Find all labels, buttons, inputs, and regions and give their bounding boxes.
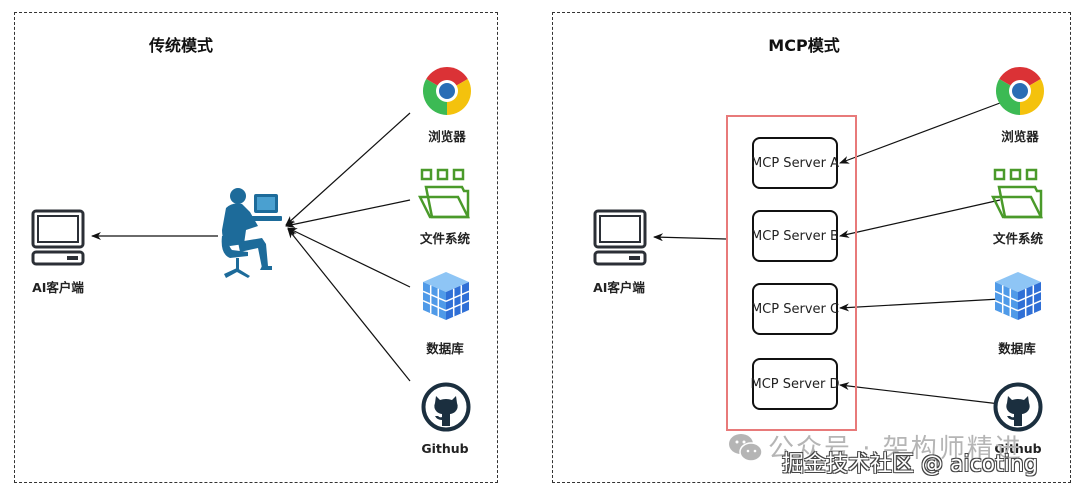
database-cube-icon bbox=[994, 272, 1042, 320]
mcp-server-group bbox=[726, 115, 857, 431]
folder-icon bbox=[991, 168, 1044, 219]
arrow-browser-to-server-a bbox=[839, 102, 1001, 164]
browser-label: 浏览器 bbox=[1001, 129, 1039, 144]
computer-icon bbox=[593, 209, 647, 266]
github-label: Github bbox=[421, 441, 469, 456]
chrome-icon bbox=[995, 66, 1045, 115]
browser-label: 浏览器 bbox=[428, 129, 466, 144]
filesystem-label: 文件系统 bbox=[992, 231, 1044, 246]
database-label: 数据库 bbox=[426, 341, 464, 356]
traditional-mode-panel bbox=[14, 12, 498, 483]
mcp-server-c[interactable]: MCP Server C bbox=[751, 283, 839, 335]
arrow-db-to-server-c bbox=[839, 298, 1001, 312]
github-icon bbox=[993, 382, 1043, 432]
chrome-icon bbox=[422, 66, 472, 115]
github-icon bbox=[421, 382, 471, 432]
arrow-db-to-person bbox=[287, 227, 411, 288]
mcp-mode-panel bbox=[552, 12, 1071, 483]
database-cube-icon bbox=[422, 272, 470, 320]
ai-client-label: AI客户端 bbox=[32, 280, 84, 295]
wechat-icon bbox=[729, 434, 763, 462]
person-at-computer-icon bbox=[221, 188, 282, 278]
mcp-server-b[interactable]: MCP Server B bbox=[751, 210, 839, 262]
arrow-servers-to-client bbox=[653, 233, 727, 242]
filesystem-label: 文件系统 bbox=[419, 231, 471, 246]
arrow-files-to-person bbox=[285, 199, 411, 229]
ai-client-label: AI客户端 bbox=[593, 280, 645, 295]
watermark-juejin: 掘金技术社区 @ aicoting bbox=[782, 452, 1038, 477]
database-label: 数据库 bbox=[998, 341, 1036, 356]
folder-icon bbox=[418, 168, 471, 219]
computer-icon bbox=[31, 209, 85, 266]
watermark-official-account: 公众号 · 架构师精进 bbox=[768, 434, 1023, 464]
arrow-browser-to-person bbox=[285, 112, 411, 226]
mcp-mode-title: MCP模式 bbox=[768, 36, 840, 55]
mcp-server-a[interactable]: MCP Server A bbox=[751, 137, 839, 189]
traditional-mode-title: 传统模式 bbox=[148, 36, 214, 55]
mcp-server-d[interactable]: MCP Server D bbox=[750, 358, 840, 410]
arrow-github-to-person bbox=[287, 228, 411, 382]
arrow-files-to-server-b bbox=[839, 199, 1001, 238]
github-label: Github bbox=[994, 441, 1042, 456]
arrow-github-to-server-d bbox=[839, 382, 1001, 405]
